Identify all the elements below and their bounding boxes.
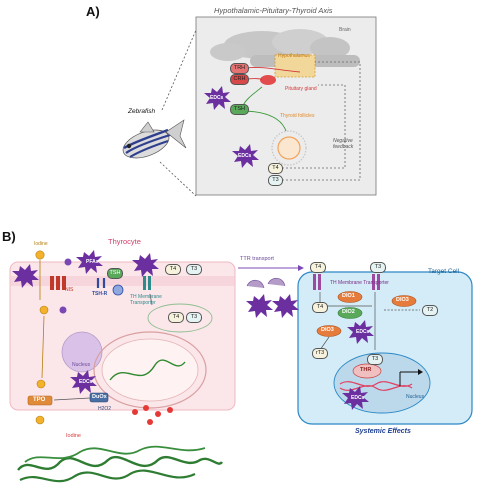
dio2-label: DIO2	[342, 309, 355, 315]
edc-star-b6	[272, 294, 299, 318]
nucleus-left-label: Nucleus	[72, 362, 91, 368]
ttr-transport-label: TTR transport	[240, 256, 274, 262]
t3-badge-target-out: T3	[370, 262, 386, 273]
iodine-bottom-label: Iodine	[66, 433, 81, 439]
t3-badge-target-in: T3	[367, 354, 383, 365]
thyrocyte-label: Thyrocyte	[108, 237, 141, 246]
thyroid-follicle	[277, 136, 301, 160]
edc-label-b4: EDCs	[79, 379, 93, 385]
edc-star-b3	[132, 253, 159, 277]
edc-star-b7	[347, 320, 374, 344]
pituitary-shape	[260, 75, 276, 85]
rt3-badge: rT3	[312, 348, 328, 359]
dio1-label: DIO1	[342, 293, 355, 299]
panel-a-title: Hypothalamic-Pituitary-Thyroid Axis	[214, 6, 333, 15]
edc-label-a2: EDCs	[238, 153, 252, 159]
tsh-badge-b: TSH	[107, 268, 123, 279]
panel-b-label: B)	[2, 229, 16, 244]
thyroid-follicle-ring	[271, 130, 307, 166]
brain-shape	[210, 29, 360, 67]
pfas-label: PFAs	[86, 259, 99, 265]
th-transporter-label: TH Membrane Transporter	[130, 294, 162, 306]
brain-label: Brain	[339, 27, 351, 33]
systemic-effects-label: Systemic Effects	[355, 428, 411, 435]
t3-badge-lumen: T3	[186, 312, 202, 323]
pituitary-label: Pituitary gland	[285, 86, 317, 92]
thr-label: THR	[360, 367, 372, 373]
dio3-left-label: DIO3	[321, 327, 334, 333]
tpo-label: TPO	[33, 397, 46, 403]
panel-a-label: A)	[86, 4, 100, 19]
hypothalamus-region	[274, 54, 316, 78]
dio3-top-label: DIO3	[396, 297, 409, 303]
tsh-r-label: TSH-R	[92, 291, 108, 297]
th-transporter-target-label: TH Membrane Transporter	[330, 280, 389, 286]
negative-feedback-label: Negative feedback	[333, 138, 354, 150]
edc-label-b7: EDCs	[356, 329, 370, 335]
thyroid-follicles-label: Thyroid follicles	[280, 113, 315, 119]
t3-badge-thyrocyte: T3	[186, 264, 202, 275]
nucleus-right-label: Nucleus	[406, 394, 425, 400]
hypothalamus-label: Hypothalamus	[278, 53, 310, 59]
edc-star-b4	[70, 370, 97, 394]
zebrafish-label: Zebrafish	[128, 108, 156, 115]
edc-star-b1	[12, 264, 39, 288]
t4-badge-a: T4	[268, 163, 283, 174]
t2-badge: T2	[422, 305, 438, 316]
crh-badge: CRH	[230, 74, 249, 85]
edc-star-b8	[342, 386, 369, 410]
edc-label-a1: EDCs	[210, 95, 224, 101]
edc-star-b2	[76, 250, 103, 274]
zebrafish-illustration	[122, 119, 187, 159]
h2o2-label: H2O2	[98, 406, 112, 412]
tsh-badge: TSH	[230, 104, 249, 115]
nis-label: NIS	[65, 287, 74, 293]
t4-badge-lumen: T4	[168, 312, 184, 323]
duox-label: DuOx	[92, 394, 107, 400]
edc-label-b8: EDCs	[351, 395, 365, 401]
trh-badge: TRH	[230, 63, 249, 74]
iodine-top-label: Iodine	[34, 241, 48, 247]
t3-badge-a: T3	[268, 175, 283, 186]
t4-badge-thyrocyte: T4	[165, 264, 181, 275]
t4-badge-target-out: T4	[310, 262, 326, 273]
edc-star-a2	[232, 144, 259, 168]
target-cell-label: Target Cell	[428, 268, 460, 275]
edc-star-b5	[246, 294, 273, 318]
edc-star-a1	[204, 86, 231, 110]
nucleus-left	[61, 331, 103, 373]
t4-badge-target-in: T4	[312, 302, 328, 313]
